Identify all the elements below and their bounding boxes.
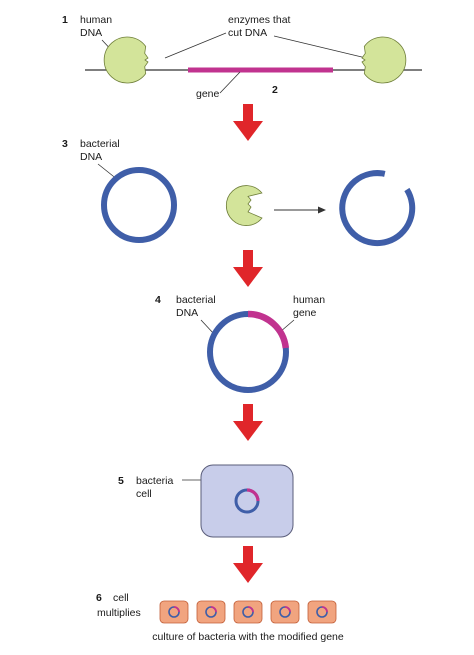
cell-multiplies-label-line2: multiplies bbox=[97, 607, 141, 619]
step-1-number: 1 bbox=[62, 14, 68, 26]
bacterial-plasmid bbox=[101, 167, 177, 243]
step-6-group: 6 cell multiplies bbox=[96, 592, 344, 643]
red-arrow-1 bbox=[233, 104, 263, 141]
step-3-number: 3 bbox=[62, 138, 68, 150]
step-4-group: 4 bacterial DNA human gene bbox=[155, 294, 325, 393]
bacteria-cell-label-line2: cell bbox=[136, 488, 152, 500]
step-5-number: 5 bbox=[118, 475, 124, 487]
red-arrow-4 bbox=[233, 546, 263, 583]
step-2-number: 2 bbox=[272, 84, 278, 96]
step-3-group: 3 bacterial DNA bbox=[62, 138, 416, 247]
step-1-group: 1 human DNA enzymes that cut DNA gene 2 bbox=[62, 14, 422, 100]
human-dna-label-line1: human bbox=[80, 14, 112, 26]
bacterial-dna-label-2-line2: DNA bbox=[176, 307, 198, 319]
bacterial-dna-label-line2: DNA bbox=[80, 151, 102, 163]
gene-pointer bbox=[219, 71, 241, 94]
culture-cell bbox=[196, 600, 226, 624]
culture-caption: culture of bacteria with the modified ge… bbox=[152, 631, 344, 643]
gene-label: gene bbox=[196, 88, 220, 100]
bacteria-cell-label-line1: bacteria bbox=[136, 475, 174, 487]
human-dna-label-line2: DNA bbox=[80, 27, 102, 39]
cell-multiplies-label-line1: cell bbox=[113, 592, 129, 604]
enzymes-label-line1: enzymes that bbox=[228, 14, 291, 26]
bacterial-dna-pointer-2 bbox=[200, 319, 215, 335]
culture-cell bbox=[159, 600, 189, 624]
enzyme-pointer-left bbox=[164, 32, 227, 59]
culture-cells bbox=[159, 600, 337, 624]
red-arrow-3 bbox=[233, 404, 263, 441]
red-arrow-2 bbox=[233, 250, 263, 287]
inserted-human-gene bbox=[247, 310, 290, 349]
cell-plasmid-gene bbox=[246, 488, 260, 502]
restriction-enzyme-middle bbox=[226, 185, 263, 226]
step-5-group: 5 bacteria cell bbox=[118, 464, 294, 538]
enzymes-label-line2: cut DNA bbox=[228, 27, 267, 39]
culture-cell bbox=[270, 600, 300, 624]
bacterial-dna-label-line1: bacterial bbox=[80, 138, 120, 150]
culture-cell bbox=[233, 600, 263, 624]
enzyme-pointer-right bbox=[273, 35, 367, 59]
bacteria-cell bbox=[200, 464, 294, 538]
restriction-enzyme-right bbox=[361, 36, 407, 84]
step-6-number: 6 bbox=[96, 592, 102, 604]
culture-cell bbox=[307, 600, 337, 624]
bacterial-dna-label-2-line1: bacterial bbox=[176, 294, 216, 306]
cut-plasmid bbox=[339, 170, 416, 247]
human-gene-label-line2: gene bbox=[293, 307, 317, 319]
process-arrow-head bbox=[318, 206, 326, 214]
restriction-enzyme-left bbox=[103, 36, 149, 84]
human-gene-label-line1: human bbox=[293, 294, 325, 306]
step-4-number: 4 bbox=[155, 294, 161, 306]
